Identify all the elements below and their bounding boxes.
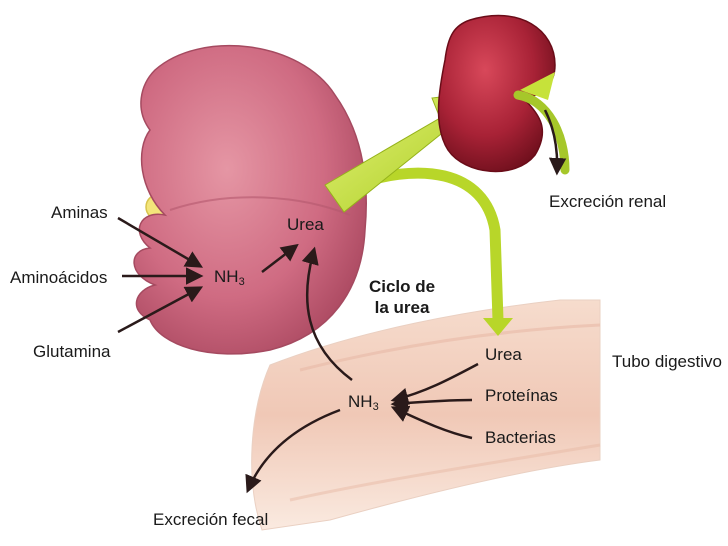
label-aminoacidos: Aminoácidos	[10, 269, 107, 286]
nh3-subscript: 3	[373, 401, 379, 413]
label-urea-liver: Urea	[287, 216, 324, 233]
label-excrecion-fecal: Excreción fecal	[153, 511, 268, 528]
nh3-text: NH	[214, 267, 239, 286]
cycle-line1: Ciclo de	[357, 276, 447, 297]
nh3-text: NH	[348, 392, 373, 411]
label-glutamina: Glutamina	[33, 343, 110, 360]
nh3-subscript: 3	[239, 276, 245, 288]
label-tubo-digestivo: Tubo digestivo	[612, 353, 722, 370]
label-aminas: Aminas	[51, 204, 108, 221]
label-nh3-intestine: NH3	[348, 393, 379, 413]
label-proteinas: Proteínas	[485, 387, 558, 404]
label-urea-intestine: Urea	[485, 346, 522, 363]
cycle-line2: la urea	[357, 297, 447, 318]
label-excrecion-renal: Excreción renal	[549, 193, 666, 210]
liver-shape	[134, 46, 366, 354]
label-bacterias: Bacterias	[485, 429, 556, 446]
label-nh3-liver: NH3	[214, 268, 245, 288]
label-ciclo-urea: Ciclo de la urea	[357, 276, 447, 319]
